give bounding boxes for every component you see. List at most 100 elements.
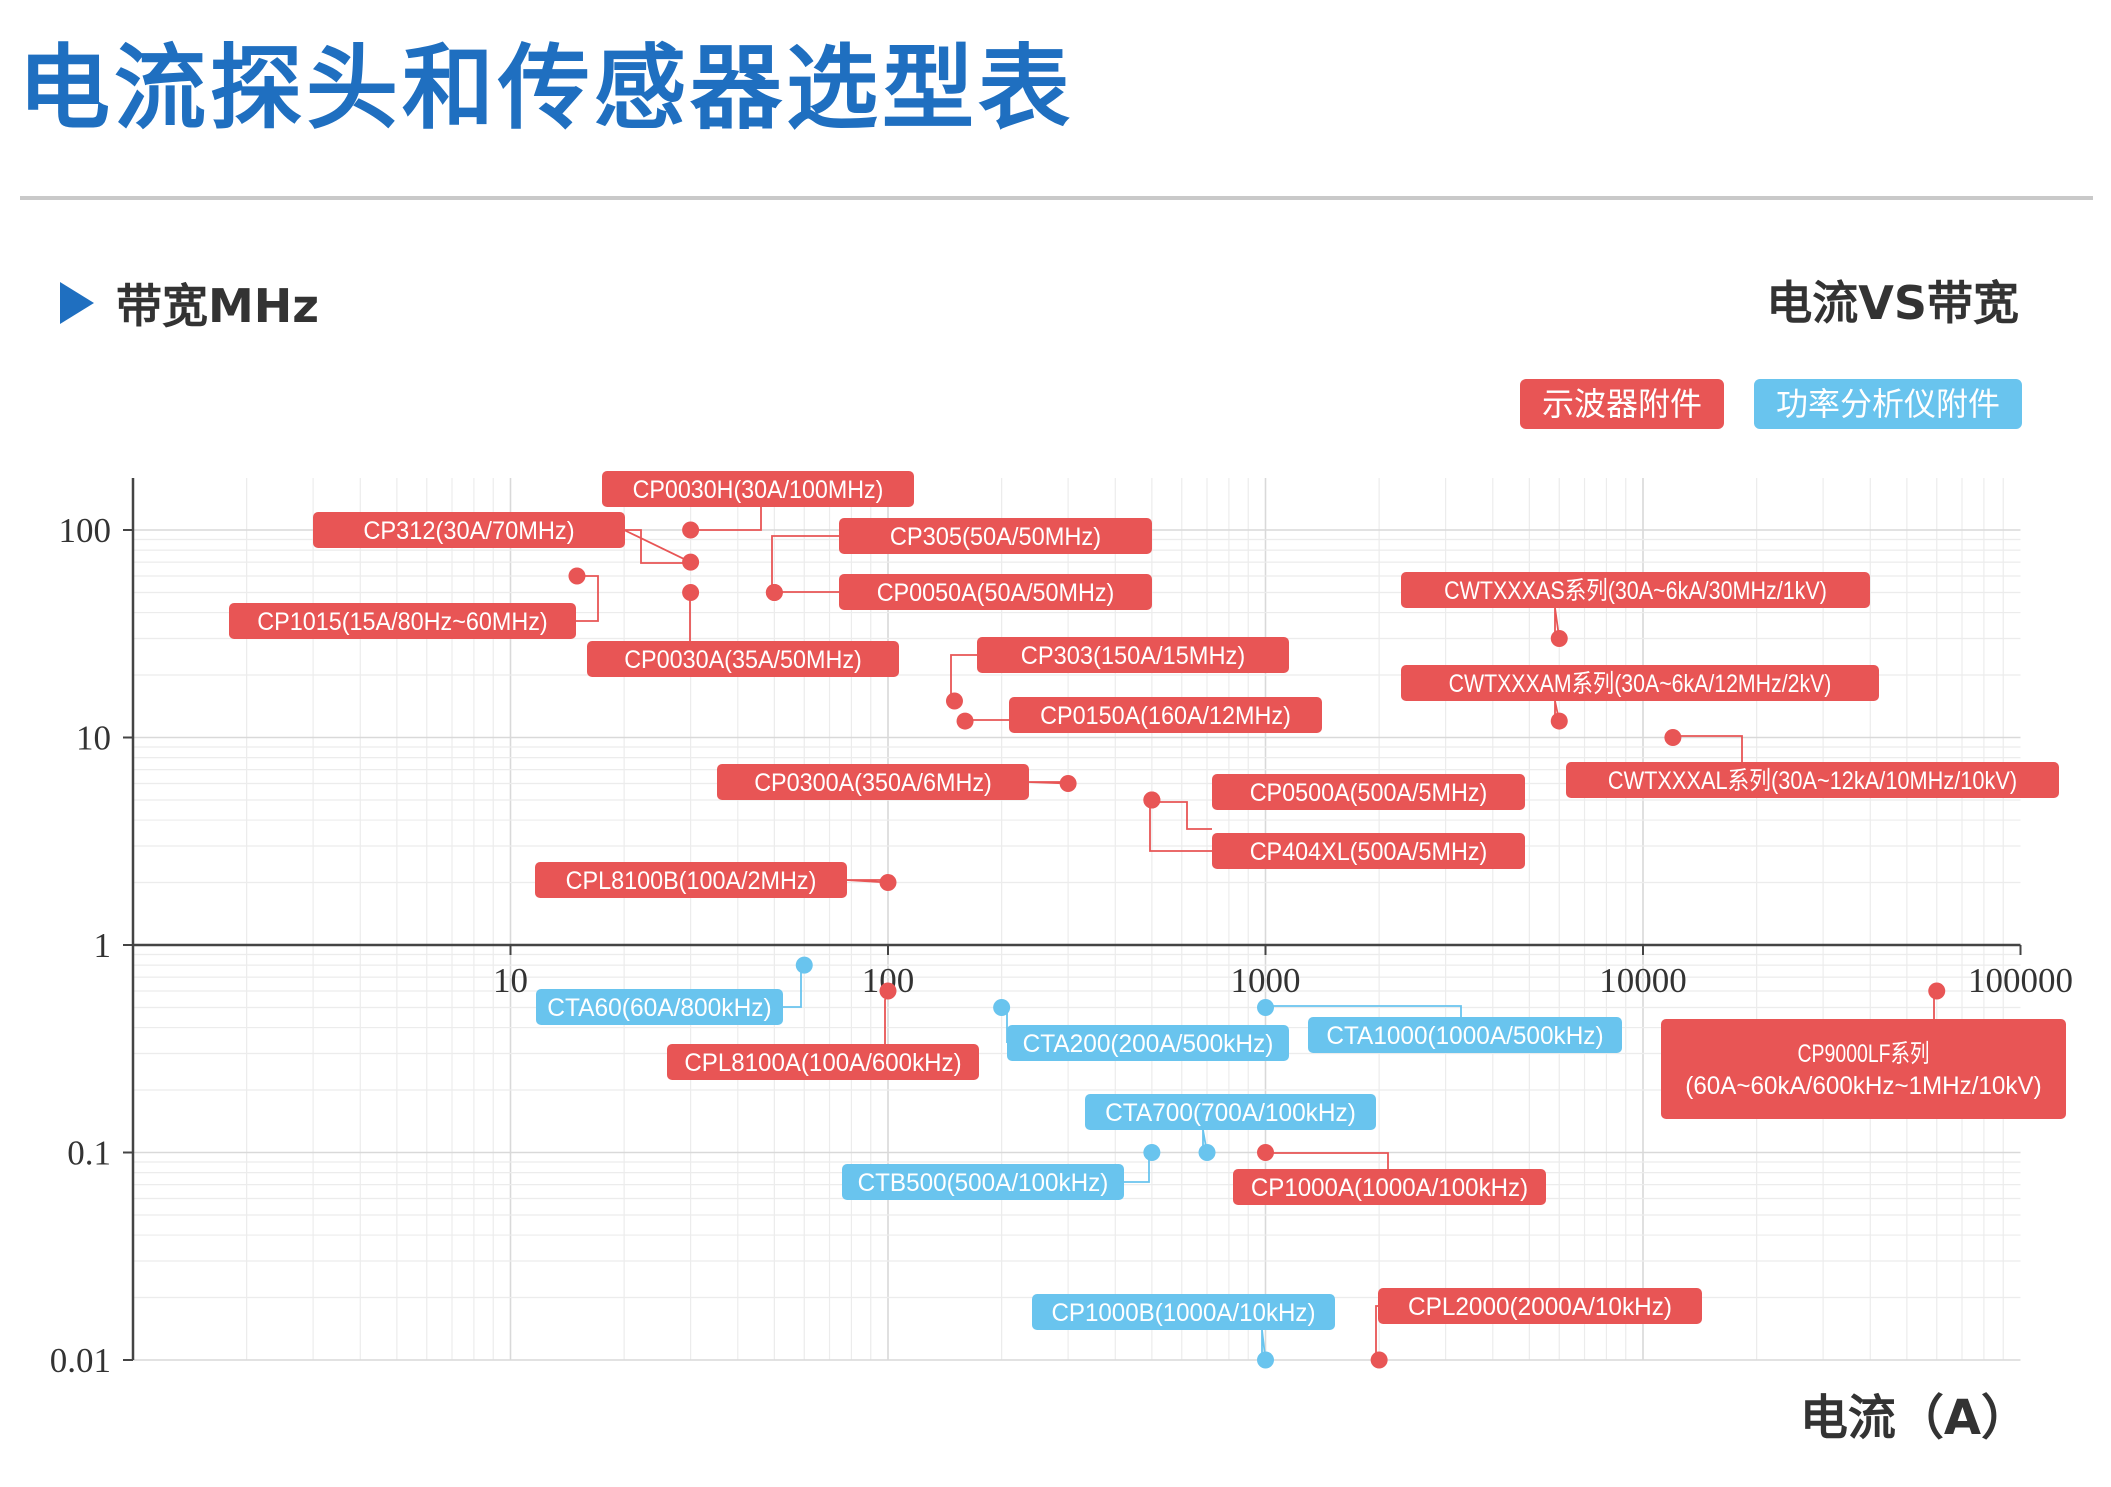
point-label: CP0300A(350A/6MHz) [717,764,1029,800]
data-point [1257,998,1274,1016]
point-label-text: CP404XL(500A/5MHz) [1250,838,1488,866]
leader-lines [574,507,1938,1361]
point-label: CTA700(700A/100kHz) [1085,1094,1376,1130]
leader-line [690,507,762,531]
triangle-right-icon [60,282,94,324]
data-point [1143,1144,1161,1161]
point-label: CP404XL(500A/5MHz) [1212,833,1525,869]
point-label-text: CP312(30A/70MHz) [363,517,574,545]
point-label-text: CP0030A(35A/50MHz) [624,646,862,674]
point-label-box [839,574,1152,610]
y-tick-label: 100 [59,511,112,550]
point-label-box [1085,1094,1376,1130]
data-point [765,583,783,601]
point-label-box [977,637,1289,673]
data-point [1928,982,1946,1000]
point-label: CP1000B(1000A/10kHz) [1032,1294,1335,1330]
point-label-box [842,1164,1124,1200]
y-tick-label: 0.01 [50,1341,111,1380]
point-label-box [1661,1019,2066,1119]
point-label: CTA200(200A/500kHz) [1007,1025,1289,1061]
data-point [1550,629,1568,647]
leader-line [1261,1151,1389,1169]
point-label-text: CTA1000(1000A/500kHz) [1326,1022,1603,1050]
point-label: CPL8100B(100A/2MHz) [535,862,847,898]
point-label-box [1032,1294,1335,1330]
chart-legend: 示波器附件 功率分析仪附件 [1519,379,2022,429]
y-tick-label: 10 [76,719,111,758]
data-point [879,982,897,1000]
data-point [795,956,813,974]
point-label-text: CPL8100B(100A/2MHz) [566,867,817,895]
x-tick-label: 10000 [1599,961,1687,1000]
point-label-text: CP0300A(350A/6MHz) [754,769,992,797]
point-label: CWTXXXAM系列(30A~6kA/12MHz/2kV) [1401,665,1879,701]
point-label-text: CP1000A(1000A/100kHz) [1251,1174,1528,1202]
point-label-box [1233,1169,1546,1205]
point-label-text: CTA200(200A/500kHz) [1023,1030,1274,1058]
point-label-text: CP305(50A/50MHz) [890,523,1101,551]
data-points [568,521,1946,1369]
y-axis-heading: 带宽MHz [60,268,319,338]
point-labels: CP0030H(30A/100MHz) CP312(30A/70MHz) CP305… [229,471,2066,1330]
point-label: CPL2000(2000A/10kHz) [1378,1288,1702,1324]
x-axis-title: 电流（A） [1799,1390,2029,1446]
point-label-text: CP0150A(160A/12MHz) [1040,702,1291,730]
point-label: CP9000LF系列 (60A~60kA/600kHz~1MHz/10kV) [1661,1019,2066,1119]
point-label-text: CWTXXXAM系列(30A~6kA/12MHz/2kV) [1449,670,1832,698]
point-label: CWTXXXAL系列(30A~12kA/10MHz/10kV) [1566,762,2059,798]
data-point [1198,1144,1216,1161]
data-point [1664,729,1682,746]
data-point [956,712,974,730]
x-tick-label: 100000 [1968,961,2073,1000]
point-label-box [536,989,783,1025]
point-label-box [587,641,899,677]
point-label: CWTXXXAS系列(30A~6kA/30MHz/1kV) [1401,572,1870,608]
point-label-box [1009,697,1322,733]
point-label-text: CPL8100A(100A/600kHz) [684,1049,961,1077]
point-label-text: (60A~60kA/600kHz~1MHz/10kV) [1685,1072,2041,1100]
point-label-text: CTA700(700A/100kHz) [1105,1099,1356,1127]
point-label-text: CP0030H(30A/100MHz) [633,476,884,504]
point-label: CP305(50A/50MHz) [839,518,1152,554]
point-label: CTA1000(1000A/500kHz) [1308,1017,1622,1053]
point-label-text: CWTXXXAL系列(30A~12kA/10MHz/10kV) [1608,767,2017,795]
y-tick-label: 1 [94,926,112,965]
point-label-box [1401,572,1870,608]
point-label-box [313,512,625,548]
point-label-box [1401,665,1879,701]
point-label: CP1000A(1000A/100kHz) [1233,1169,1546,1205]
point-label-box [839,518,1152,554]
point-label: CP0050A(50A/50MHz) [839,574,1152,610]
point-label: CP0150A(160A/12MHz) [1009,697,1322,733]
legend-oscilloscope: 示波器附件 [1519,379,1724,429]
data-point [682,553,700,571]
point-label: CP303(150A/15MHz) [977,637,1289,673]
data-point [993,998,1011,1016]
data-point [568,567,586,585]
y-axis-title: 带宽MHz [116,279,320,333]
point-label: CP0500A(500A/5MHz) [1212,774,1525,810]
point-label-text: CP9000LF系列 [1798,1040,1930,1068]
point-label-text: CTA60(60A/800kHz) [547,994,771,1022]
data-point [1370,1351,1388,1369]
x-tick-label: 10 [493,961,528,1000]
data-point [1550,712,1568,730]
point-label-box [229,603,576,639]
data-point [682,521,700,539]
point-label-box [535,862,847,898]
data-point [1257,1351,1274,1369]
x-tick-label: 1000 [1231,961,1301,1000]
point-label-box [1378,1288,1702,1324]
chart-title: 电流VS带宽 [1766,276,2019,330]
point-label-box [1007,1025,1289,1061]
point-label-box [1212,833,1525,869]
leader-line [1147,799,1212,830]
data-point [682,583,700,601]
point-label-box [717,764,1029,800]
data-point [1257,1144,1274,1161]
point-label-text: CP0500A(500A/5MHz) [1250,779,1488,807]
title-divider [20,196,2093,200]
